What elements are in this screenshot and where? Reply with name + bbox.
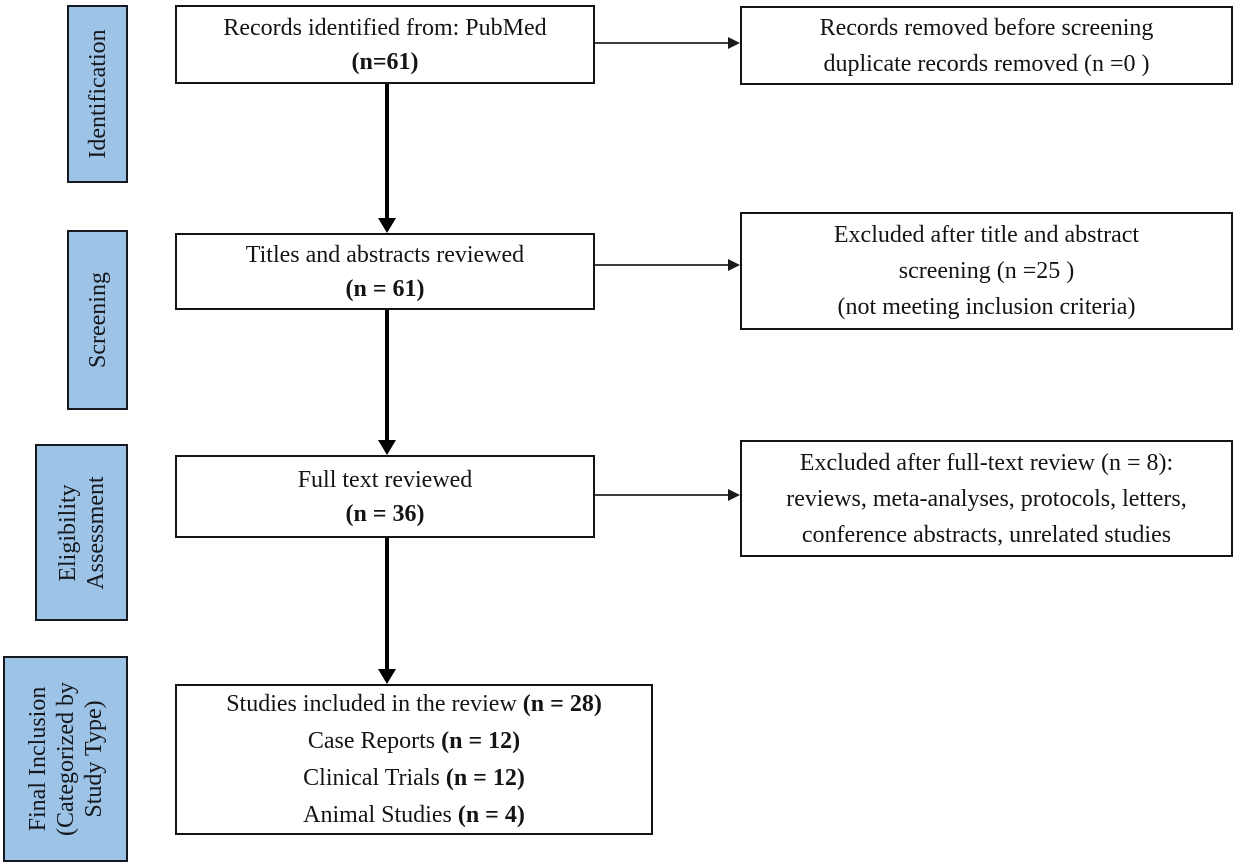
box-titles-abstracts-line2: (n = 61): [345, 275, 425, 302]
stage-screening-label: Screening: [84, 272, 111, 368]
stage-final-inclusion: Final Inclusion (Categorized by Study Ty…: [3, 656, 128, 862]
box-excluded-title-abstract: Excluded after title and abstract screen…: [740, 212, 1233, 330]
box-excluded-title-line3: (not meeting inclusion criteria): [837, 294, 1136, 320]
box-excluded-fulltext-line1: Excluded after full-text review (n = 8):: [799, 449, 1174, 476]
down-arrow-1-shaft: [385, 84, 389, 219]
right-connector-3-shaft: [595, 494, 729, 496]
box-excluded-fulltext-line2: reviews, meta-analyses, protocols, lette…: [786, 485, 1187, 512]
box-excluded-fulltext-line3: conference abstracts, unrelated studies: [801, 521, 1172, 548]
stage-eligibility-assessment: Eligibility Assessment: [35, 444, 128, 621]
box-full-text-reviewed: Full text reviewed (n = 36): [175, 455, 595, 538]
stage-identification: Identification: [67, 5, 128, 183]
box-records-identified-line2: (n=61): [351, 48, 419, 75]
right-arrow-1-icon: [728, 37, 740, 49]
right-arrow-2-icon: [728, 259, 740, 271]
box-excluded-fulltext: Excluded after full-text review (n = 8):…: [740, 440, 1233, 557]
box-full-text-line2: (n = 36): [345, 500, 425, 527]
box-included-line3: Clinical Trials (n = 12): [303, 764, 525, 791]
right-connector-2-shaft: [595, 264, 729, 266]
stage-eligibility-assessment-label: Eligibility Assessment: [54, 475, 109, 590]
down-arrow-1-icon: [378, 218, 396, 233]
box-included-line2: Case Reports (n = 12): [307, 727, 521, 754]
down-arrow-2-shaft: [385, 310, 389, 441]
box-full-text-line1: Full text reviewed: [297, 466, 473, 493]
box-excluded-title-line1: Excluded after title and abstract: [833, 222, 1140, 248]
down-arrow-3-shaft: [385, 538, 389, 670]
down-arrow-3-icon: [378, 669, 396, 684]
box-records-removed: Records removed before screening duplica…: [740, 6, 1233, 85]
box-records-removed-line2: duplicate records removed (n =0 ): [823, 50, 1150, 77]
box-titles-abstracts-reviewed: Titles and abstracts reviewed (n = 61): [175, 233, 595, 310]
stage-identification-label: Identification: [84, 29, 111, 159]
down-arrow-2-icon: [378, 440, 396, 455]
box-records-identified: Records identified from: PubMed (n=61): [175, 5, 595, 84]
right-connector-1-shaft: [595, 42, 729, 44]
box-included-line1: Studies included in the review (n = 28): [226, 690, 602, 717]
stage-screening: Screening: [67, 230, 128, 410]
right-arrow-3-icon: [728, 489, 740, 501]
stage-final-inclusion-label: Final Inclusion (Categorized by Study Ty…: [24, 682, 107, 836]
box-studies-included: Studies included in the review (n = 28) …: [175, 684, 653, 835]
box-titles-abstracts-line1: Titles and abstracts reviewed: [245, 241, 525, 268]
box-records-identified-line1: Records identified from: PubMed: [223, 14, 547, 41]
box-excluded-title-line2: screening (n =25 ): [898, 258, 1075, 284]
box-included-line4: Animal Studies (n = 4): [303, 801, 525, 828]
box-records-removed-line1: Records removed before screening: [819, 14, 1154, 41]
